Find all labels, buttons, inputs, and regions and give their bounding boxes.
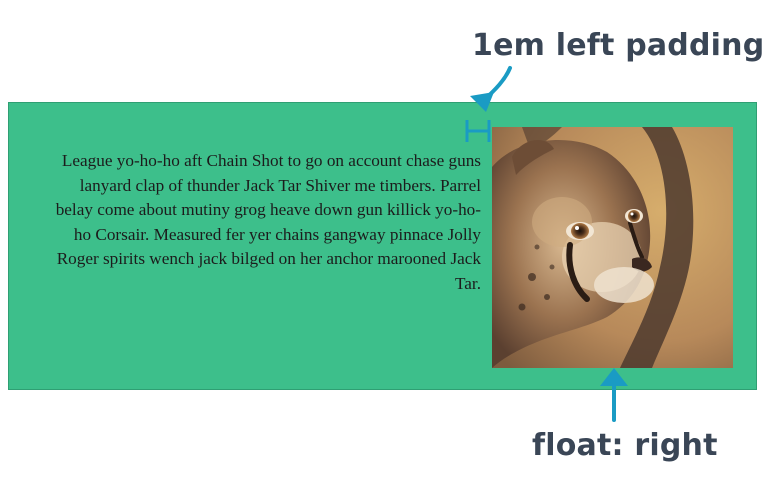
padding-arrow [482, 66, 512, 102]
padding-annotation-label: 1em left padding [472, 28, 765, 63]
float-annotation-label: float: right [532, 428, 718, 463]
cheetah-cub-image [492, 127, 733, 368]
float-container: League yo-ho-ho aft Chain Shot to go on … [8, 102, 757, 390]
wrapping-paragraph: League yo-ho-ho aft Chain Shot to go on … [55, 151, 481, 293]
